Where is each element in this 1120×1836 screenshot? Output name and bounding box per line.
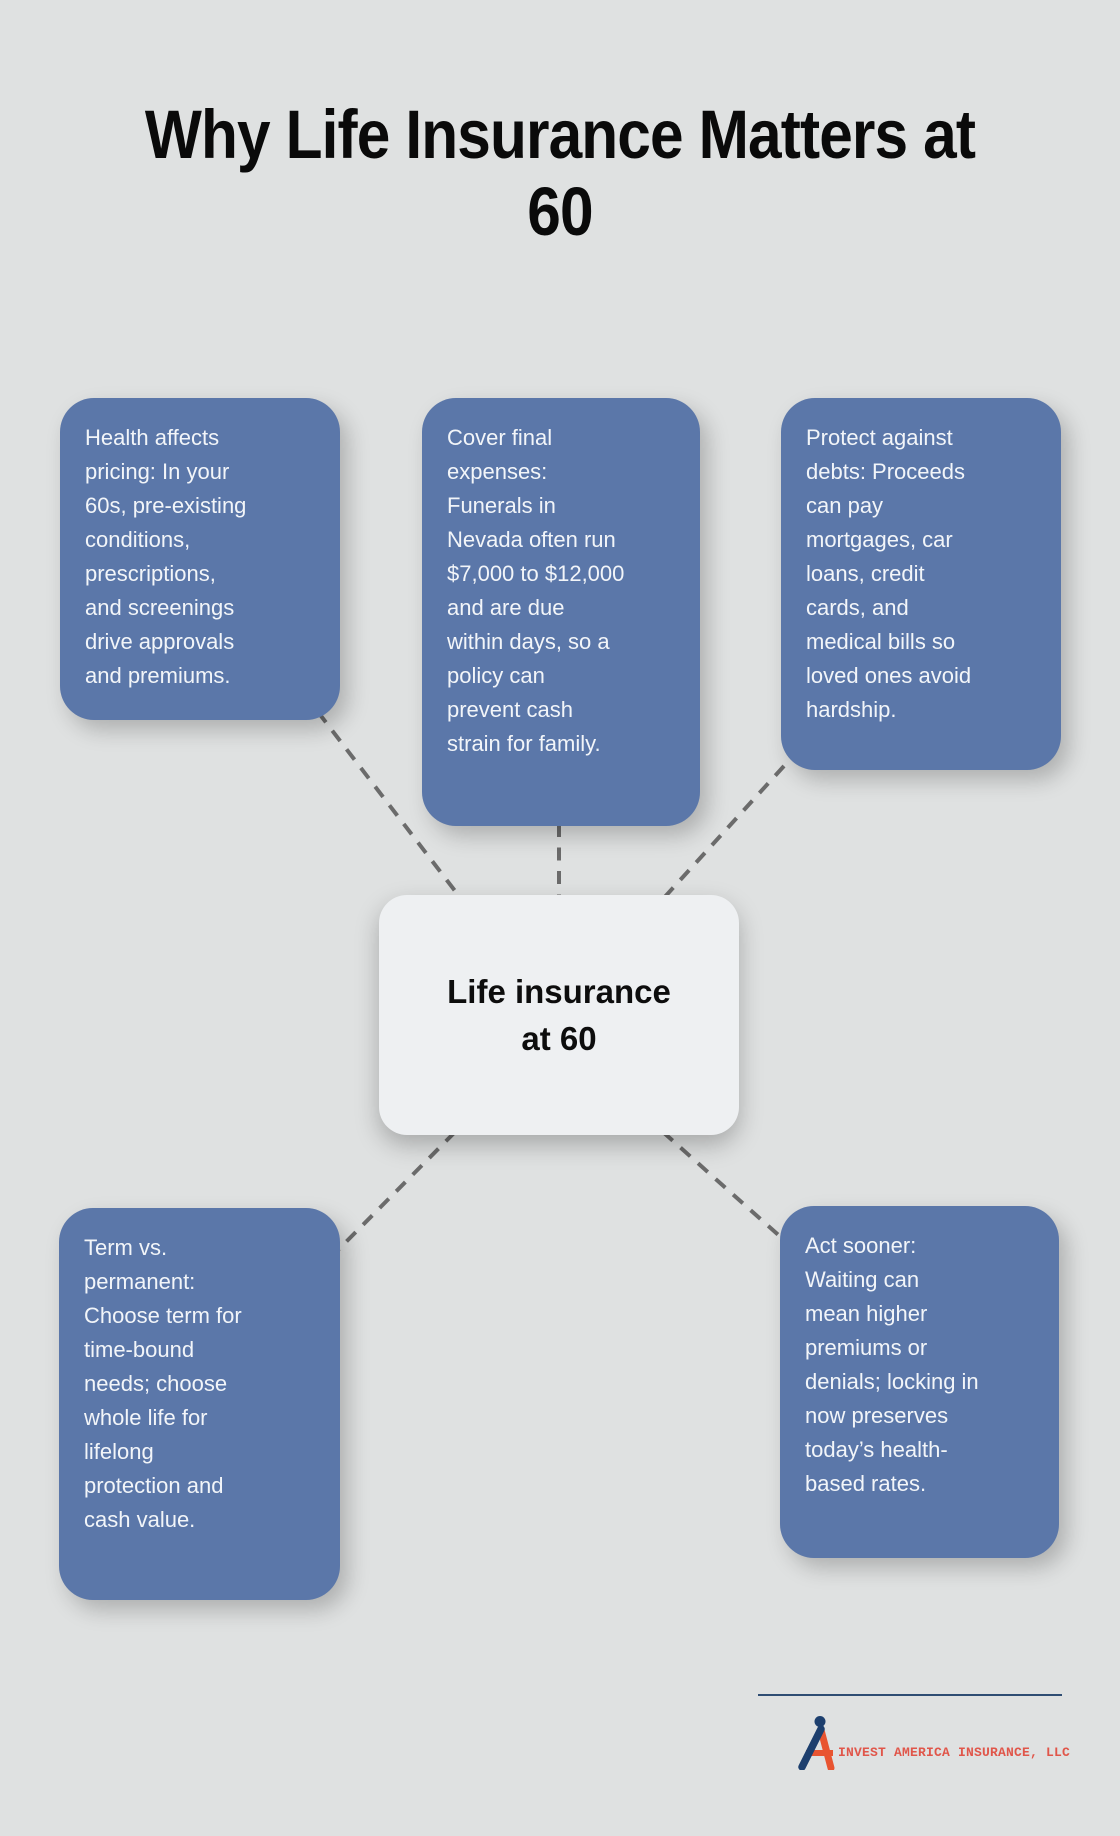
invest-america-logo-icon xyxy=(798,1716,835,1770)
brand-divider xyxy=(758,1694,1062,1696)
connector-debt-protection-icon xyxy=(660,764,786,902)
connector-term-permanent-icon xyxy=(334,1130,457,1254)
connector-act-sooner-icon xyxy=(661,1130,786,1242)
connector-health-pricing-icon xyxy=(316,710,464,902)
brand-name: INVEST AMERICA INSURANCE, LLC xyxy=(838,1745,1071,1760)
